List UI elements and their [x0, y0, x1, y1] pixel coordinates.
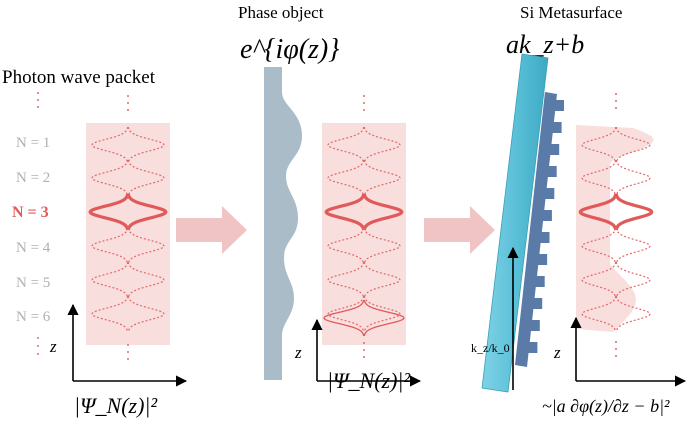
mode-curve-1-left [91, 126, 129, 164]
mode-label-n2: N = 2 [16, 170, 50, 186]
output-wavefunctions [578, 126, 654, 333]
metasurface-tooth-9 [533, 276, 545, 287]
kz-axis-label: k_z/k_0 [471, 341, 510, 355]
mode-curve-3-left [324, 193, 366, 231]
phase-object-shape [264, 67, 302, 380]
si-slab [481, 53, 549, 393]
metasurface-tooth-5 [543, 188, 555, 199]
mode-label-n5: N = 5 [16, 275, 50, 291]
wave-ellipsis-bottom [127, 344, 129, 360]
mode-curve-2-left [91, 159, 129, 197]
panel-si-metasurface: Si Metasurface ak_z+b k_z/k_0 z ~|a ∂φ(z… [471, 3, 687, 417]
mode-label-n6: N = 6 [16, 309, 51, 325]
mode-curve-3-right [614, 193, 654, 231]
metasurface-tooth-11 [528, 320, 540, 331]
mode-curve-4-left [91, 227, 129, 265]
mode-curve-5-left [327, 261, 365, 299]
mode-wavefunctions [88, 126, 168, 333]
metasurface-title: Si Metasurface [520, 3, 622, 22]
mode-curve-2-right [127, 159, 165, 197]
panel-photon-wave-packet: Photon wave packet N = 1 N = 2 N = 3 N =… [2, 67, 188, 418]
mode-curve-4-left [327, 227, 365, 265]
photon-wave-packet-title: Photon wave packet [2, 67, 156, 88]
mode-ellipsis-bottom [37, 337, 39, 355]
metasurface-tooth-1 [553, 100, 564, 111]
metasurface-tooth-4 [545, 166, 557, 177]
metasurface-tooth-2 [550, 122, 562, 133]
mode-label-n1: N = 1 [16, 135, 50, 151]
z-axis-label-2: z [294, 343, 302, 362]
mode-curve-5-right [615, 261, 651, 299]
mode-band-background [86, 123, 170, 345]
mode-curve-3-left [578, 193, 618, 231]
mode-curve-5-right [363, 261, 401, 299]
output-intensity-formula: ~|a ∂φ(z)/∂z − b|² [542, 396, 670, 417]
mode-curve-4-right [127, 227, 165, 265]
metasurface-tooth-3 [548, 144, 560, 155]
mode-curve-6-solid-right [363, 299, 405, 337]
wave-ellipsis-top-2 [363, 95, 365, 111]
mode-curve-1-left [581, 126, 617, 164]
mode-curve-2-left [581, 159, 617, 197]
process-arrow-2 [424, 206, 495, 254]
mode-curve-1-left [327, 126, 365, 164]
metasurface-tooth-10 [531, 298, 543, 309]
metasurface-tooth-7 [538, 232, 550, 243]
metasurface-tooth-12 [526, 342, 538, 353]
wave-ellipsis-top [127, 95, 129, 111]
mode-curve-4-right [615, 227, 651, 265]
panel-phase-object: Phase object e^{iφ(z)} z |Ψ_N(z)|² [238, 3, 422, 393]
wave-ellipsis-bottom-2 [363, 342, 365, 358]
process-arrow-1 [176, 206, 247, 254]
mode-curve-2-left [327, 159, 365, 197]
mode-curve-3-left [88, 193, 130, 231]
metasurface-teeth [526, 100, 564, 353]
intensity-formula: |Ψ_N(z)|² [74, 393, 157, 418]
mode-ellipsis-top [37, 92, 39, 108]
mode-curve-3-right [126, 193, 168, 231]
mode-curve-2-right [615, 159, 651, 197]
mode-curve-3-right [362, 193, 404, 231]
mode-curve-1-right [127, 126, 165, 164]
mode-curve-4-left [581, 227, 617, 265]
metasurface-tooth-8 [536, 254, 548, 265]
mode-curve-5-left [91, 261, 129, 299]
z-axis-label-3: z [553, 343, 561, 362]
mode-wavefunctions-2 [323, 126, 405, 337]
metasurface-substrate [515, 92, 557, 367]
output-distribution-band [576, 125, 654, 332]
mode-curve-1-right [363, 126, 401, 164]
metasurface-tooth-6 [540, 210, 552, 221]
wave-ellipsis-bottom-3 [615, 341, 617, 357]
mode-curve-1-right [615, 126, 651, 164]
mode-curve-5-right [127, 261, 165, 299]
mode-label-n3: N = 3 [12, 204, 49, 221]
phase-object-formula: e^{iφ(z)} [240, 34, 339, 65]
mode-curve-6-right [127, 295, 165, 333]
z-axis-label: z [49, 337, 57, 356]
mode-curve-6-solid-left [323, 299, 365, 337]
mode-curve-5-left [581, 261, 617, 299]
phase-object-title: Phase object [238, 3, 324, 22]
mode-curve-6-right [615, 295, 651, 333]
mode-curve-6-left [91, 295, 129, 333]
mode-curve-6-left [327, 295, 365, 333]
mode-band-background-2 [322, 123, 406, 345]
wave-ellipsis-top-3 [615, 93, 617, 109]
mode-curve-6-left [581, 295, 617, 333]
intensity-formula-2: |Ψ_N(z)|² [327, 368, 410, 393]
mode-label-n4: N = 4 [16, 240, 51, 256]
metasurface-formula: ak_z+b [506, 30, 584, 59]
mode-curve-2-right [363, 159, 401, 197]
mode-curve-4-right [363, 227, 401, 265]
mode-curve-6-right [363, 295, 401, 333]
